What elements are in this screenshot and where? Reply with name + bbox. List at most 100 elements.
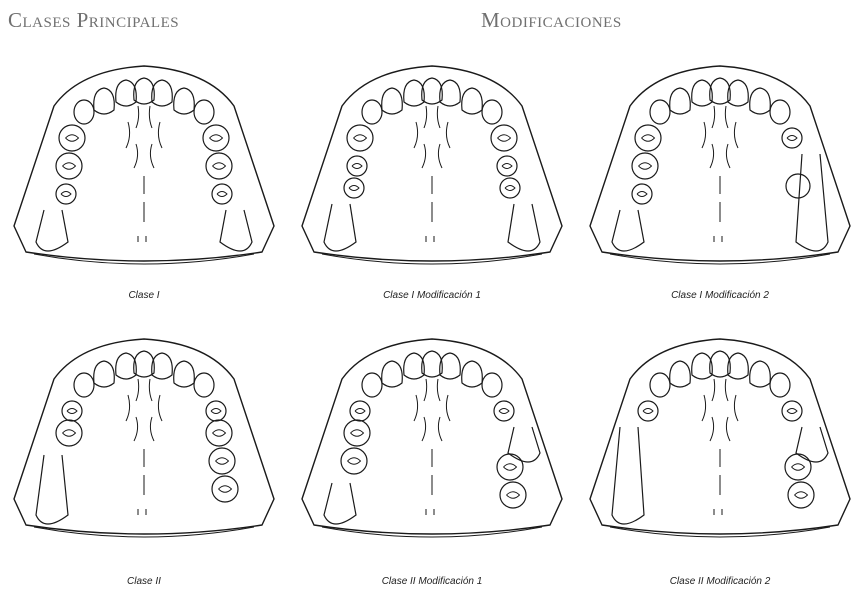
molar-tooth [206, 420, 232, 446]
occlusal-detail [787, 409, 797, 414]
molar-tooth [344, 420, 370, 446]
occlusal-detail [355, 409, 365, 414]
incisor-tooth [94, 88, 115, 114]
occlusal-detail [213, 163, 226, 170]
canine-tooth [362, 373, 382, 397]
palatal-ruga [414, 395, 418, 421]
occlusal-detail [795, 492, 808, 499]
occlusal-detail [504, 464, 517, 471]
occlusal-detail [66, 135, 79, 142]
premolar-tooth [500, 178, 520, 198]
palatal-ruga [134, 144, 138, 168]
palatal-ruga [438, 144, 442, 168]
incisor-tooth [750, 361, 771, 387]
molar-tooth [203, 125, 229, 151]
base-line [322, 527, 542, 537]
arch-diagram-clase-i-mod-2 [576, 52, 864, 282]
occlusal-detail [210, 135, 223, 142]
occlusal-detail [639, 163, 652, 170]
incisor-tooth [134, 351, 155, 377]
premolar-tooth [62, 401, 82, 421]
incisor-tooth [710, 78, 731, 104]
palatal-ruga [126, 395, 130, 421]
palatal-ruga [150, 417, 154, 441]
occlusal-detail [63, 430, 76, 437]
edentulous-saddle [612, 427, 644, 524]
incisive-papilla [138, 509, 146, 515]
palatal-ruga [438, 417, 442, 441]
palatal-ruga [725, 379, 728, 401]
incisive-papilla [426, 236, 434, 242]
occlusal-detail [219, 486, 232, 493]
edentulous-saddle [324, 483, 356, 524]
canine-tooth [482, 100, 502, 124]
arch-diagram-clase-i [0, 52, 288, 282]
edentulous-saddle [612, 210, 644, 251]
palatal-ruga [734, 395, 738, 421]
outer-outline [590, 339, 850, 534]
outer-outline [302, 66, 562, 261]
incisive-papilla [138, 236, 146, 242]
edentulous-saddle [36, 210, 68, 251]
canine-tooth [770, 373, 790, 397]
occlusal-detail [63, 163, 76, 170]
incisor-tooth [670, 88, 691, 114]
palatal-ruga [424, 106, 427, 128]
premolar-tooth [782, 128, 802, 148]
incisive-papilla [714, 509, 722, 515]
incisive-papilla [426, 509, 434, 515]
premolar-tooth [782, 401, 802, 421]
arch-panel: Clase I Modificación 2 [576, 52, 864, 330]
palatal-ruga [158, 122, 162, 148]
occlusal-detail [67, 409, 77, 414]
palatal-ruga [422, 144, 426, 168]
palatal-ruga [710, 417, 714, 441]
incisor-tooth [134, 78, 155, 104]
incisor-tooth [382, 88, 403, 114]
caption: Clase II Modificación 1 [288, 576, 576, 587]
occlusal-detail [507, 492, 520, 499]
palatal-ruga [136, 379, 139, 401]
edentulous-saddle [796, 427, 828, 462]
occlusal-detail [211, 409, 221, 414]
outer-outline [14, 339, 274, 534]
edentulous-saddle [36, 455, 68, 524]
premolar-tooth [632, 184, 652, 204]
occlusal-detail [792, 464, 805, 471]
occlusal-detail [643, 409, 653, 414]
premolar-tooth [638, 401, 658, 421]
incisor-tooth [174, 361, 195, 387]
canine-tooth [74, 100, 94, 124]
molar-tooth [59, 125, 85, 151]
caption: Clase II Modificación 2 [576, 576, 864, 587]
molar-tooth [206, 153, 232, 179]
palatal-ruga [149, 106, 152, 128]
premolar-tooth [347, 156, 367, 176]
molar-tooth [209, 448, 235, 474]
outer-outline [14, 66, 274, 261]
palatal-ruga [446, 122, 450, 148]
arch-diagram-clase-ii-mod-1 [288, 325, 576, 565]
palatal-ruga [726, 417, 730, 441]
arch-panel: Clase II Modificación 2 [576, 325, 864, 603]
molar-tooth [56, 153, 82, 179]
occlusal-detail [213, 430, 226, 437]
premolar-tooth [494, 401, 514, 421]
outer-outline [590, 66, 850, 261]
occlusal-detail [352, 164, 362, 169]
occlusal-detail [354, 135, 367, 142]
arch-panel: Clase II Modificación 1 [288, 325, 576, 603]
palatal-ruga [712, 106, 715, 128]
palatal-ruga [158, 395, 162, 421]
occlusal-detail [502, 164, 512, 169]
premolar-tooth [212, 184, 232, 204]
incisor-tooth [462, 88, 483, 114]
base-line [610, 254, 830, 264]
molar-tooth [497, 454, 523, 480]
edentulous-saddle [220, 210, 252, 251]
palatal-ruga [725, 106, 728, 128]
premolar-tooth [497, 156, 517, 176]
canine-tooth [74, 373, 94, 397]
palatal-ruga [437, 379, 440, 401]
palatal-ruga [702, 395, 706, 421]
